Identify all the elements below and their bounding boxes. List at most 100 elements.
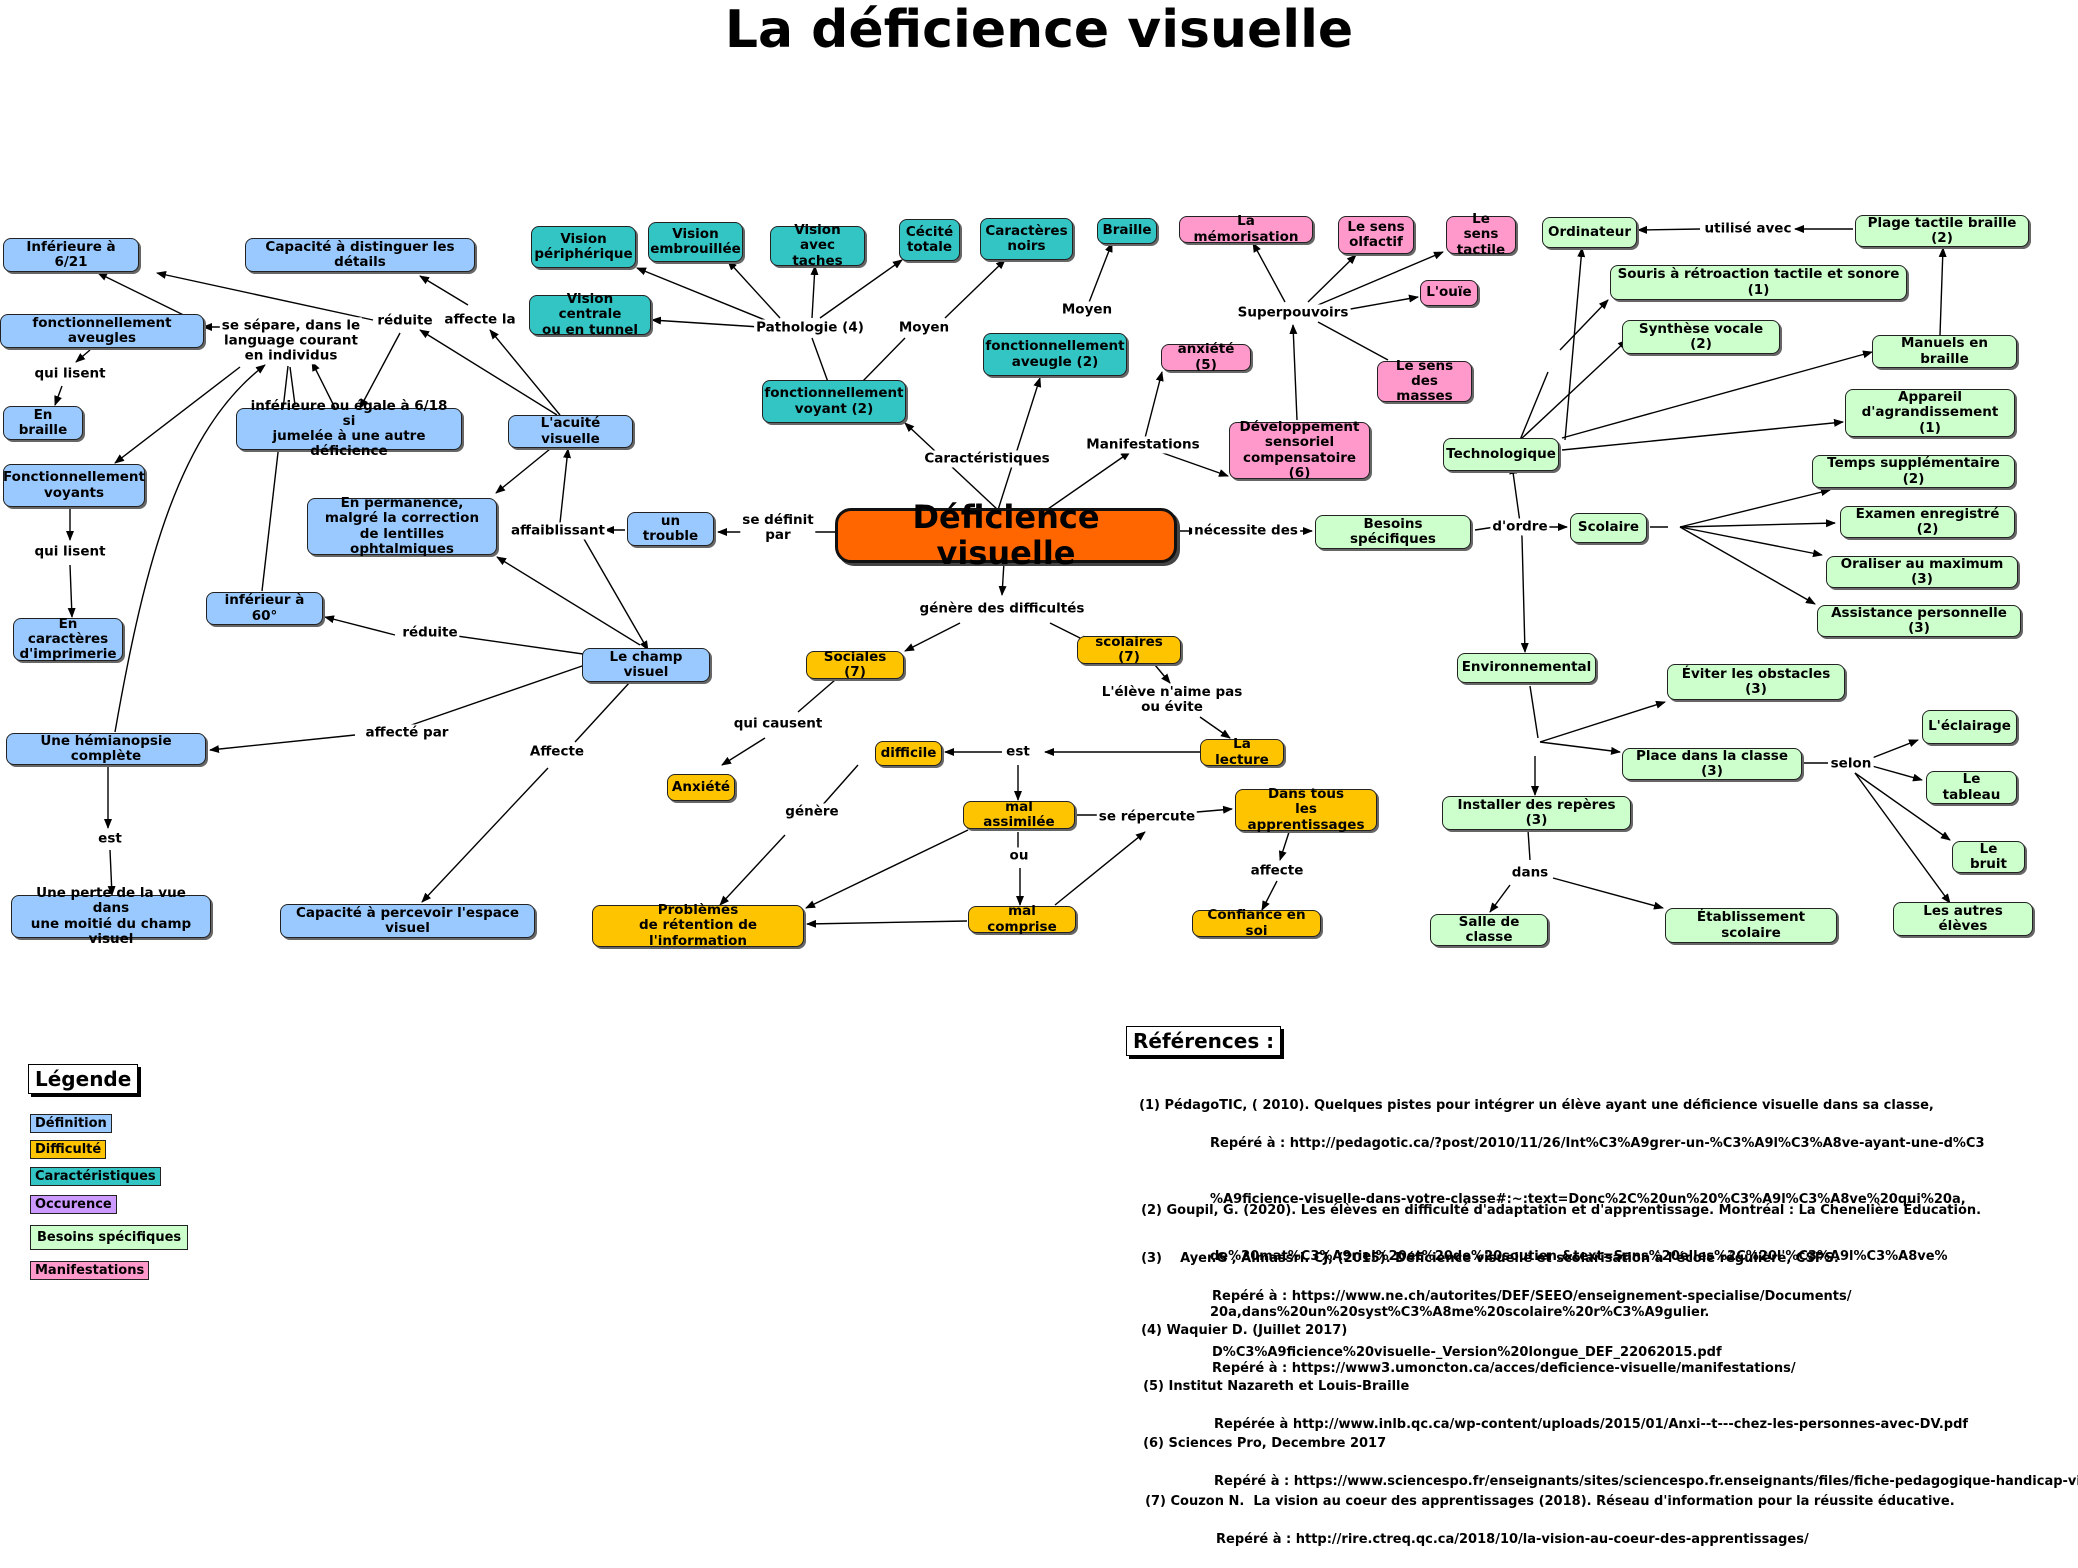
legend-besoins: Besoins spécifiques <box>30 1225 189 1250</box>
reference-7: (7) Couzon N. La vision au coeur des app… <box>1145 1493 1955 1547</box>
node-plage-tactile[interactable]: Plage tactile braille (2) <box>1855 215 2029 247</box>
node-sociales[interactable]: Sociales (7) <box>806 649 904 680</box>
node-mal-assimilee[interactable]: mal assimilée <box>963 799 1075 830</box>
node-autres-eleves[interactable]: Les autres élèves <box>1893 902 2033 936</box>
node-vision-embrouillee[interactable]: Vision embrouillée <box>648 222 743 262</box>
node-difficile[interactable]: difficile <box>875 741 942 766</box>
node-en-permanence[interactable]: En permanence, malgré la correction de l… <box>307 496 497 556</box>
node-assistance[interactable]: Assistance personnelle (3) <box>1817 605 2021 637</box>
node-tableau[interactable]: Le tableau <box>1926 771 2017 804</box>
node-confiance[interactable]: Confiance en soi <box>1192 908 1321 938</box>
node-scolaire[interactable]: Scolaire <box>1570 513 1647 543</box>
node-champ-visuel[interactable]: Le champ visuel <box>582 648 710 682</box>
reference-2: (2) Goupil, G. (2020). Les élèves en dif… <box>1141 1202 1982 1218</box>
node-vision-centrale[interactable]: Vision centrale ou en tunnel <box>529 292 651 337</box>
link-label: réduite <box>375 312 435 330</box>
node-besoins-specifiques[interactable]: Besoins spécifiques <box>1315 515 1471 549</box>
legend-difficulte: Difficulté <box>30 1140 107 1159</box>
node-fonctionnellement-aveugle-2[interactable]: fonctionnellement aveugle (2) <box>983 333 1127 376</box>
node-synthese-vocale[interactable]: Synthèse vocale (2) <box>1622 320 1780 354</box>
link-label: Superpouvoirs <box>1235 304 1351 322</box>
link-label: L'élève n'aime pas ou évite <box>1099 683 1245 717</box>
references-title: Références : <box>1126 1026 1282 1056</box>
node-inferieur-60[interactable]: inférieur à 60° <box>206 592 323 625</box>
node-anxiete[interactable]: Anxiété <box>667 774 735 801</box>
link-label: affecté par <box>363 724 451 742</box>
node-anxiete-5[interactable]: anxiété (5) <box>1161 342 1251 372</box>
node-fonctionnellement-aveugles[interactable]: fonctionnellement aveugles <box>0 314 204 348</box>
node-developpement-sensoriel[interactable]: Développement sensoriel compensatoire (6… <box>1229 420 1370 480</box>
node-souris[interactable]: Souris à rétroaction tactile et sonore (… <box>1610 265 1907 300</box>
node-fonctionnellement-voyants[interactable]: Fonctionnellement voyants <box>3 464 145 507</box>
node-fonctionnellement-voyant-2[interactable]: fonctionnellement voyant (2) <box>762 380 906 423</box>
node-ouie[interactable]: L'ouïe <box>1420 280 1478 306</box>
reference-4: (4) Waquier D. (Juillet 2017) Repéré à :… <box>1141 1322 1796 1376</box>
node-technologique[interactable]: Technologique <box>1443 438 1559 471</box>
link-label: qui lisent <box>32 543 108 561</box>
node-capacite-details[interactable]: Capacité à distinguer les détails <box>245 238 475 272</box>
legend-title: Légende <box>28 1064 139 1094</box>
central-concept[interactable]: Déficience visuelle <box>835 499 1177 570</box>
node-memorisation[interactable]: La mémorisation <box>1179 214 1313 244</box>
link-label: selon <box>1828 755 1874 773</box>
link-label: qui causent <box>731 715 825 733</box>
node-mal-comprise[interactable]: mal comprise <box>968 904 1076 934</box>
node-en-braille[interactable]: En braille <box>3 406 83 440</box>
reference-5: (5) Institut Nazareth et Louis-Braille R… <box>1143 1378 1969 1432</box>
reference-3: (3) Ayer.G , Almassri. CJ, (2015). Défic… <box>1141 1250 1852 1361</box>
node-bruit[interactable]: Le bruit <box>1952 841 2025 873</box>
node-dans-tous[interactable]: Dans tous les apprentissages <box>1235 787 1377 832</box>
link-label: se définit par <box>740 511 816 545</box>
node-place-classe[interactable]: Place dans la classe (3) <box>1622 748 1802 780</box>
node-caracteres-noirs[interactable]: Caractères noirs <box>980 218 1073 260</box>
node-ordinateur[interactable]: Ordinateur <box>1542 217 1637 248</box>
node-vision-peripherique[interactable]: Vision périphérique <box>531 226 636 268</box>
link-label: Moyen <box>1059 301 1115 319</box>
node-inferieure-618[interactable]: inférieure ou égale à 6/18 si jumelée à … <box>236 398 462 459</box>
node-sens-olfactif[interactable]: Le sens olfactif <box>1338 216 1414 254</box>
link-label: est <box>1004 743 1032 761</box>
link-label: Affecte <box>527 743 587 761</box>
node-salle-classe[interactable]: Salle de classe <box>1430 914 1548 946</box>
node-appareil[interactable]: Appareil d'agrandissement (1) <box>1845 389 2015 437</box>
node-problemes-retention[interactable]: Problèmes de rétention de l'information <box>592 903 804 948</box>
link-label: utilisé avec <box>1702 220 1794 238</box>
link-label: affecte la <box>442 311 518 329</box>
node-braille[interactable]: Braille <box>1097 218 1157 244</box>
link-label: dans <box>1509 864 1551 882</box>
reference-6: (6) Sciences Pro, Decembre 2017 Repéré à… <box>1143 1435 2078 1489</box>
link-label: affaiblissant <box>509 522 607 540</box>
node-sens-masses[interactable]: Le sens des masses <box>1377 358 1472 404</box>
node-perte-moitie[interactable]: Une perte de la vue dans une moitié du c… <box>11 886 211 946</box>
node-la-lecture[interactable]: La lecture <box>1200 737 1284 767</box>
node-un-trouble[interactable]: un trouble <box>627 512 714 546</box>
link-label: génère des difficultés <box>917 600 1087 618</box>
node-hemianopsie[interactable]: Une hémianopsie complète <box>6 733 206 765</box>
node-caracteres-imprimerie[interactable]: En caractères d'imprimerie <box>13 616 123 662</box>
link-label: se sépare, dans le language courant en i… <box>219 317 363 365</box>
node-installer-reperes[interactable]: Installer des repères (3) <box>1442 796 1631 830</box>
link-label: réduite <box>400 624 460 642</box>
legend-occurence: Occurence <box>30 1195 117 1214</box>
node-sens-tactile[interactable]: Le sens tactile <box>1446 212 1516 257</box>
link-label: Moyen <box>896 319 952 337</box>
link-label: d'ordre <box>1490 518 1550 536</box>
node-oraliser[interactable]: Oraliser au maximum (3) <box>1826 556 2018 588</box>
node-examen-enregistre[interactable]: Examen enregistré (2) <box>1840 506 2015 538</box>
node-cecite-totale[interactable]: Cécité totale <box>899 219 960 261</box>
node-inferieure-621[interactable]: Inférieure à 6/21 <box>3 238 139 272</box>
node-scolaires[interactable]: scolaires (7) <box>1077 634 1181 665</box>
link-label: ou <box>1007 847 1031 865</box>
node-temps-supplementaire[interactable]: Temps supplémentaire (2) <box>1812 455 2015 488</box>
node-vision-taches[interactable]: Vision avec taches <box>770 223 865 268</box>
node-manuels-braille[interactable]: Manuels en braille <box>1872 335 2017 368</box>
link-label: est <box>96 830 124 848</box>
link-label: Manifestations <box>1084 436 1202 454</box>
node-acuite-visuelle[interactable]: L'acuité visuelle <box>508 415 633 448</box>
legend-caracteristiques: Caractéristiques <box>30 1167 161 1186</box>
node-environnemental[interactable]: Environnemental <box>1457 653 1596 683</box>
node-eclairage[interactable]: L'éclairage <box>1922 710 2017 744</box>
node-eviter-obstacles[interactable]: Éviter les obstacles (3) <box>1667 664 1845 700</box>
node-etablissement[interactable]: Établissement scolaire <box>1665 908 1837 943</box>
node-capacite-espace[interactable]: Capacité à percevoir l'espace visuel <box>280 904 535 938</box>
